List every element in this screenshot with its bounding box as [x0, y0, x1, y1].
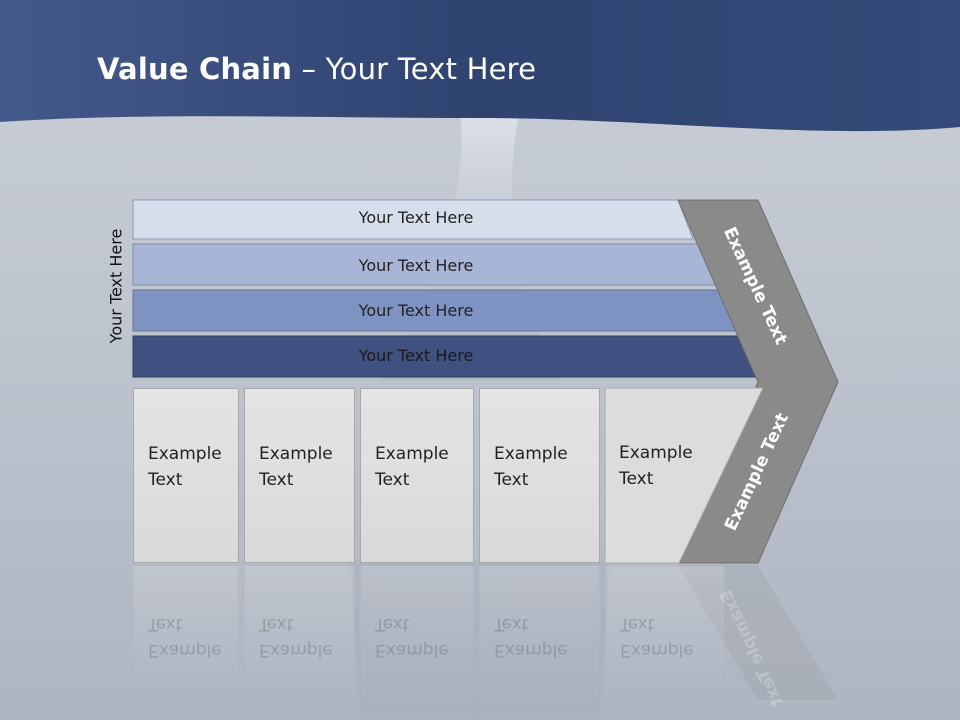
- activity-box-label: Example Text: [619, 443, 693, 489]
- last-box-shape: [604, 387, 764, 564]
- activity-box-4: Example Text: [479, 388, 600, 563]
- title-rest: – Your Text Here: [292, 52, 537, 86]
- activity-box-label: Example Text: [375, 444, 449, 490]
- slide-title: Value Chain – Your Text Here: [97, 52, 536, 96]
- water-column-decor: [350, 560, 610, 720]
- activity-box-1: Example Text: [133, 388, 239, 563]
- activity-box-5: Example Text: [605, 388, 725, 563]
- activity-box-2: Example Text: [244, 388, 355, 563]
- chevron-reflection: [678, 565, 838, 700]
- header-wave: [0, 0, 960, 132]
- bar-1-label: Your Text Here: [358, 208, 474, 227]
- bar-3-label: Your Text Here: [358, 301, 474, 320]
- box-2-reflection: Example Text: [244, 565, 355, 715]
- reflection-label: Example Text: [620, 614, 694, 660]
- reflection-label: Example Text: [375, 614, 449, 660]
- box-1-reflection: Example Text: [133, 565, 239, 715]
- box-3-reflection: Example Text: [360, 565, 474, 715]
- activity-box-label: Example Text: [148, 444, 222, 490]
- bar-4-label: Your Text Here: [358, 346, 474, 365]
- reflection-label: Example Text: [148, 614, 222, 660]
- activity-box-label: Example Text: [494, 444, 568, 490]
- box-5-reflection: Example Text: [605, 565, 725, 715]
- title-bold: Value Chain: [97, 52, 293, 86]
- side-label: Your Text Here: [106, 228, 126, 344]
- bar-1: [132, 199, 694, 240]
- activity-box-label: Example Text: [259, 444, 333, 490]
- reflection-label: Example Text: [494, 614, 568, 660]
- chevron-shape: [677, 199, 839, 564]
- activity-box-3: Example Text: [360, 388, 474, 563]
- reflection-label: Example Text: [259, 614, 333, 660]
- bar-2-label: Your Text Here: [358, 256, 474, 275]
- box-4-reflection: Example Text: [479, 565, 600, 715]
